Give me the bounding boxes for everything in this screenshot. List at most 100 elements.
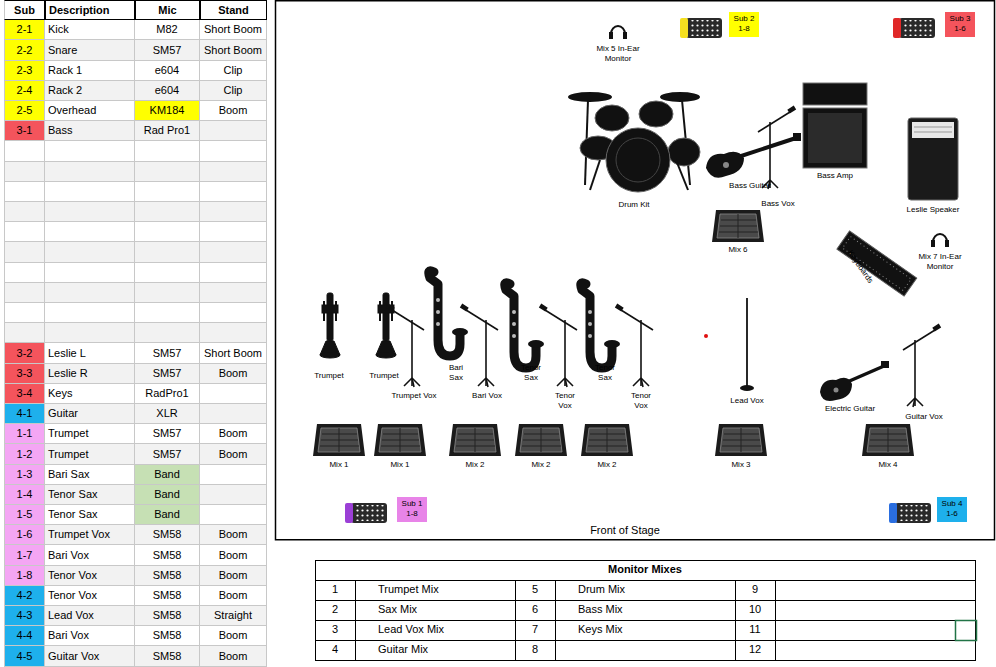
mix-name: Guitar Mix [378,643,513,657]
mix-name: Trumpet Mix [378,583,513,597]
stage-label: Mix 2 [521,460,561,470]
column-header: Mic [158,4,176,16]
table-cell: Bari Sax [45,465,135,485]
mix-name: Keys Mix [578,623,733,637]
mix-number: 2 [315,603,355,617]
table-cell: 4-5 [4,646,45,667]
mix-number: 8 [515,643,555,657]
table-cell [200,202,267,222]
cell-text: Boom [219,448,248,460]
cell-text: 4-3 [17,609,33,621]
table-cell: 3-4 [4,384,45,404]
mix-number: 11 [735,623,775,637]
table-cell [200,141,267,162]
table-cell [45,303,135,323]
cell-text: 3-1 [17,124,33,136]
cell-text: SM57 [153,367,182,379]
table-cell: 2-5 [4,101,45,121]
table-cell: Leslie R [45,364,135,384]
table-cell [135,162,200,182]
cell-text: SM57 [153,347,182,359]
cell-text: Boom [219,549,248,561]
table-cell [200,323,267,343]
table-cell: Band [135,505,200,525]
mix-number: 1 [315,583,355,597]
cell-text: 2-4 [17,84,33,96]
table-cell: XLR [135,404,200,424]
table-cell: Bass [45,121,135,141]
cell-text: 1-3 [17,468,33,480]
cell-text: RadPro1 [145,387,188,399]
cell-text: Bari Vox [48,629,89,641]
stage-label: Electric Guitar [815,404,885,414]
cell-text: M82 [156,23,177,35]
cell-text: Kick [48,23,69,35]
bass-guitar [706,133,801,178]
stage-label: Mix 3 [721,460,761,470]
table-cell: Bari Vox [45,545,135,566]
mix-name: Sax Mix [378,603,513,617]
table-cell: Rack 1 [45,61,135,81]
cell-text: 4-1 [17,407,33,419]
table-cell: Short Boom [200,40,267,61]
cell-text: SM58 [153,629,182,641]
box-text: Sub 4 [941,499,963,509]
table-cell [4,283,45,303]
table-cell: Clip [200,81,267,101]
table-cell [200,465,267,485]
cell-text: Tenor Vox [48,569,97,581]
cell-text: Rack 1 [48,64,82,76]
cell-text: Band [154,468,180,480]
cell-text: 3-3 [17,367,33,379]
table-cell: KM184 [135,101,200,121]
table-cell: e604 [135,81,200,101]
stage-label: Mix 2 [455,460,495,470]
table-cell [4,182,45,202]
stage-label: Trumpet [309,371,349,381]
cell-text: 1-7 [17,549,33,561]
table-cell: 1-4 [4,485,45,505]
table-cell [135,283,200,303]
table-cell: 1-7 [4,545,45,566]
stage-box-tag: Sub 21-8 [729,12,759,37]
table-cell [4,323,45,343]
box-text: Sub 3 [949,14,971,24]
box-text: 1-6 [941,509,963,519]
cell-text: 3-2 [17,347,33,359]
mix-number: 9 [735,583,775,597]
table-cell: Short Boom [200,343,267,364]
table-cell [4,162,45,182]
table-cell: Band [135,485,200,505]
table-cell: 2-2 [4,40,45,61]
table-cell [4,141,45,162]
cell-text: 4-2 [17,589,33,601]
table-cell: Lead Vox [45,606,135,626]
table-cell [45,263,135,283]
table-cell [200,303,267,323]
table-cell [200,242,267,263]
table-cell: Kick [45,20,135,40]
table-cell [135,141,200,162]
table-cell: Tenor Sax [45,485,135,505]
stage-label: Mix 4 [868,460,908,470]
cell-text: SM57 [153,427,182,439]
table-cell [4,303,45,323]
table-cell: Straight [200,606,267,626]
stage-label: Tenor Sax [590,363,620,383]
stage-label: Tenor Vox [550,391,580,411]
cell-text: Short Boom [204,23,262,35]
mix-number: 12 [735,643,775,657]
table-cell: 2-4 [4,81,45,101]
cell-text: Bari Sax [48,468,90,480]
cell-text: SM58 [153,589,182,601]
cell-text: Trumpet [48,448,89,460]
table-cell: 1-8 [4,566,45,586]
cell-text: Boom [219,427,248,439]
mix-name: Drum Mix [578,583,733,597]
cell-text: 1-4 [17,488,33,500]
table-cell: Tenor Vox [45,566,135,586]
cell-text: XLR [156,407,177,419]
cell-text: SM58 [153,569,182,581]
table-cell [200,182,267,202]
cell-text: Trumpet [48,427,89,439]
